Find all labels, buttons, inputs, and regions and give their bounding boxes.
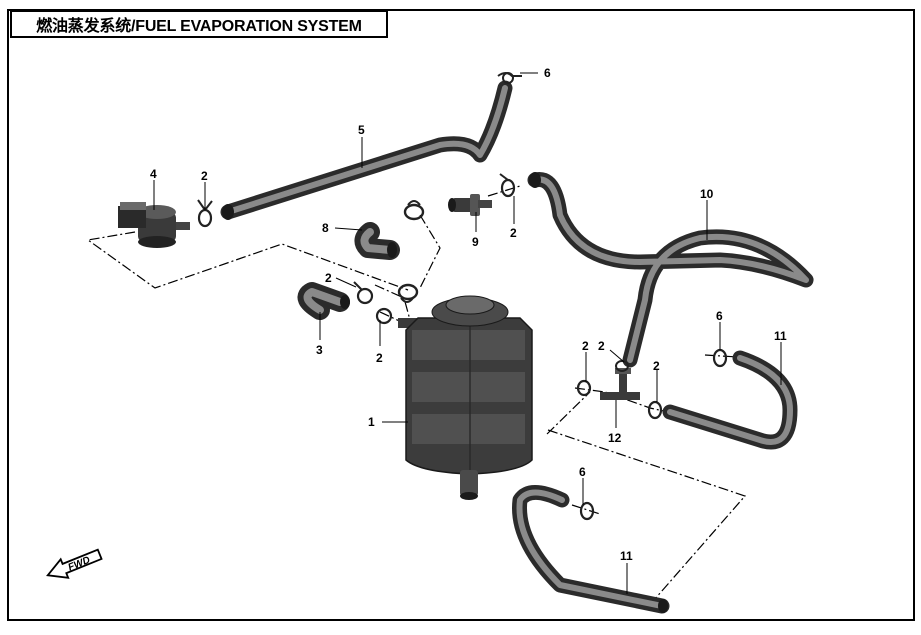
leader-lines xyxy=(153,72,782,594)
tee-12 xyxy=(600,368,640,400)
callout-3: 3 xyxy=(316,343,323,357)
clip-2-a-12 xyxy=(576,379,592,397)
callout-2-b: 2 xyxy=(510,226,517,240)
callout-4: 4 xyxy=(150,167,157,181)
hose-10 xyxy=(527,172,814,368)
callout-2-g: 2 xyxy=(653,359,660,373)
clip-2-lower-8 xyxy=(397,283,419,303)
callout-2-f: 2 xyxy=(598,339,605,353)
clip-6-bottom xyxy=(579,501,595,521)
hose-11-lower xyxy=(512,485,670,614)
callout-2-e: 2 xyxy=(582,339,589,353)
clip-6-right xyxy=(712,348,728,368)
callout-10: 10 xyxy=(700,187,714,201)
callout-5: 5 xyxy=(358,123,365,137)
outer-border xyxy=(7,9,915,621)
clip-2-right-9 xyxy=(499,173,516,198)
callout-11-b: 11 xyxy=(620,549,633,563)
callouts: 1 2 2 2 2 2 2 2 3 4 5 6 6 6 8 9 10 11 11… xyxy=(150,66,787,563)
fwd-arrow: FWD xyxy=(46,548,103,579)
check-valve-9 xyxy=(448,194,492,216)
clip-2-near-1 xyxy=(375,307,393,325)
clip-6-top xyxy=(497,72,522,84)
page-title: 燃油蒸发系统/FUEL EVAPORATION SYSTEM xyxy=(36,18,362,35)
callout-6-b: 6 xyxy=(716,309,723,323)
callout-2-d: 2 xyxy=(376,351,383,365)
callout-8: 8 xyxy=(322,221,329,235)
callout-12: 12 xyxy=(608,431,622,445)
clip-2-upper-8 xyxy=(403,200,425,221)
callout-2-c: 2 xyxy=(325,271,332,285)
hose-5 xyxy=(220,80,513,220)
clip-2-near-3 xyxy=(353,281,374,305)
callout-9: 9 xyxy=(472,235,479,249)
carbon-canister-1 xyxy=(398,295,533,500)
title-box: 燃油蒸发系统/FUEL EVAPORATION SYSTEM xyxy=(10,10,388,38)
callout-6-a: 6 xyxy=(544,66,551,80)
elbow-3 xyxy=(297,282,350,320)
callout-1: 1 xyxy=(368,415,375,429)
callout-6-c: 6 xyxy=(579,465,586,479)
callout-11-a: 11 xyxy=(774,329,787,343)
hose-11-upper xyxy=(662,350,798,450)
callout-2-a: 2 xyxy=(201,169,208,183)
fwd-label: FWD xyxy=(67,555,92,574)
clip-2-b-12 xyxy=(615,360,629,372)
elbow-8 xyxy=(354,222,400,260)
clip-2-c-12 xyxy=(647,400,663,420)
purge-valve-4 xyxy=(118,202,190,248)
